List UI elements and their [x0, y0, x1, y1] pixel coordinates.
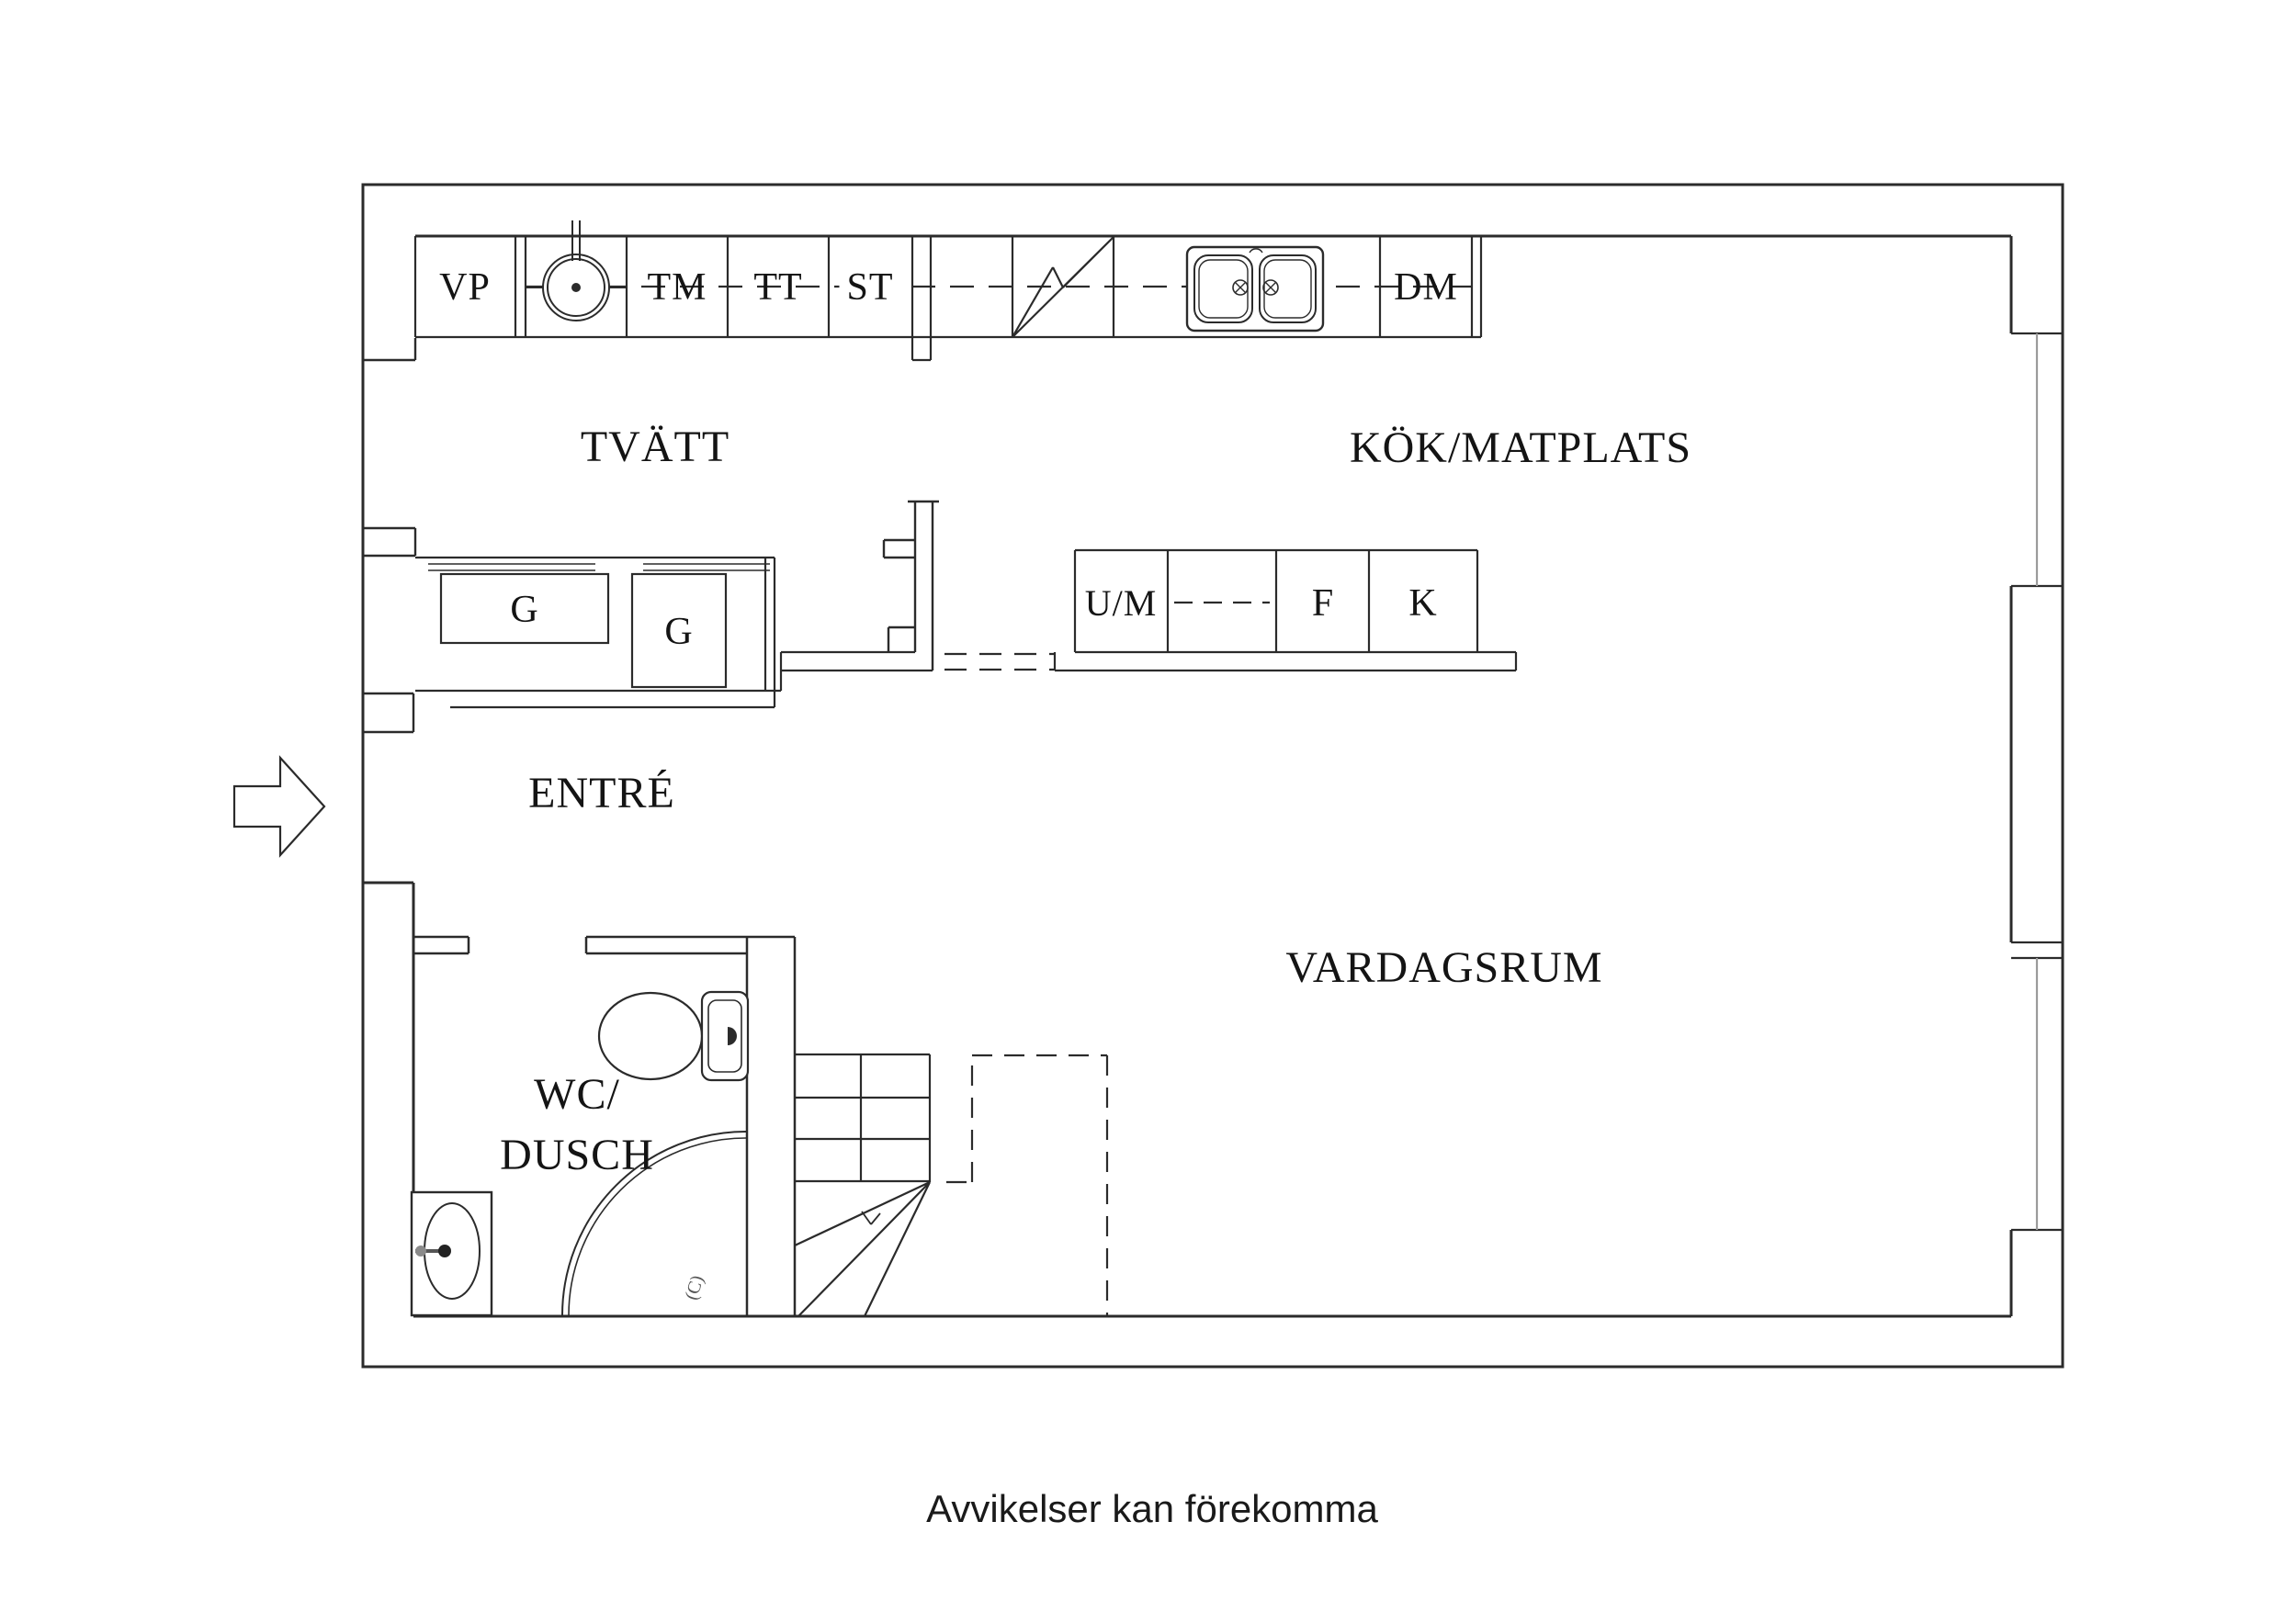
appliance-label-st: ST [839, 268, 901, 307]
wardrobe-label-g2: G [664, 611, 694, 653]
room-label-kok: KÖK/MATPLATS [1349, 423, 1692, 472]
room-label-wc-line1: WC/ [534, 1070, 620, 1119]
toilet-icon [597, 990, 750, 1082]
appliance-label-tm: TM [647, 266, 707, 309]
entrance-arrow-icon [232, 755, 326, 858]
appliance-label-k: K [1408, 582, 1438, 625]
kitchen-island [1053, 548, 1518, 672]
shower-icon [561, 1131, 747, 1316]
room-label-tvatt: TVÄTT [580, 423, 730, 471]
exterior-walls [361, 183, 2064, 1369]
room-label-entre: ENTRÉ [528, 769, 675, 817]
wall-piers [363, 338, 417, 734]
appliance-label-um: U/M [1084, 582, 1158, 624]
staircase [794, 1053, 932, 1317]
disclaimer-text: Avvikelser kan förekomma [926, 1487, 1378, 1530]
bathroom-sink-icon [410, 1190, 493, 1317]
room-label-vardagsrum: VARDAGSRUM [1285, 943, 1603, 992]
appliance-label-tt: TT [753, 266, 803, 309]
appliance-label-dm: DM [1394, 266, 1458, 309]
hall-partition-wall [882, 500, 939, 671]
wardrobe-label-g1: G [510, 589, 539, 631]
room-label-wc-line2: DUSCH [500, 1131, 654, 1179]
wardrobe-band [415, 556, 933, 709]
stove-icon [1012, 236, 1114, 338]
appliance-label-f: F [1311, 582, 1335, 625]
kitchen-sink-icon [1185, 245, 1325, 332]
window-icon [2011, 332, 2063, 1232]
appliance-label-vp: VP [439, 266, 491, 309]
water-heater-icon [526, 220, 627, 321]
counter-row [413, 236, 1483, 362]
